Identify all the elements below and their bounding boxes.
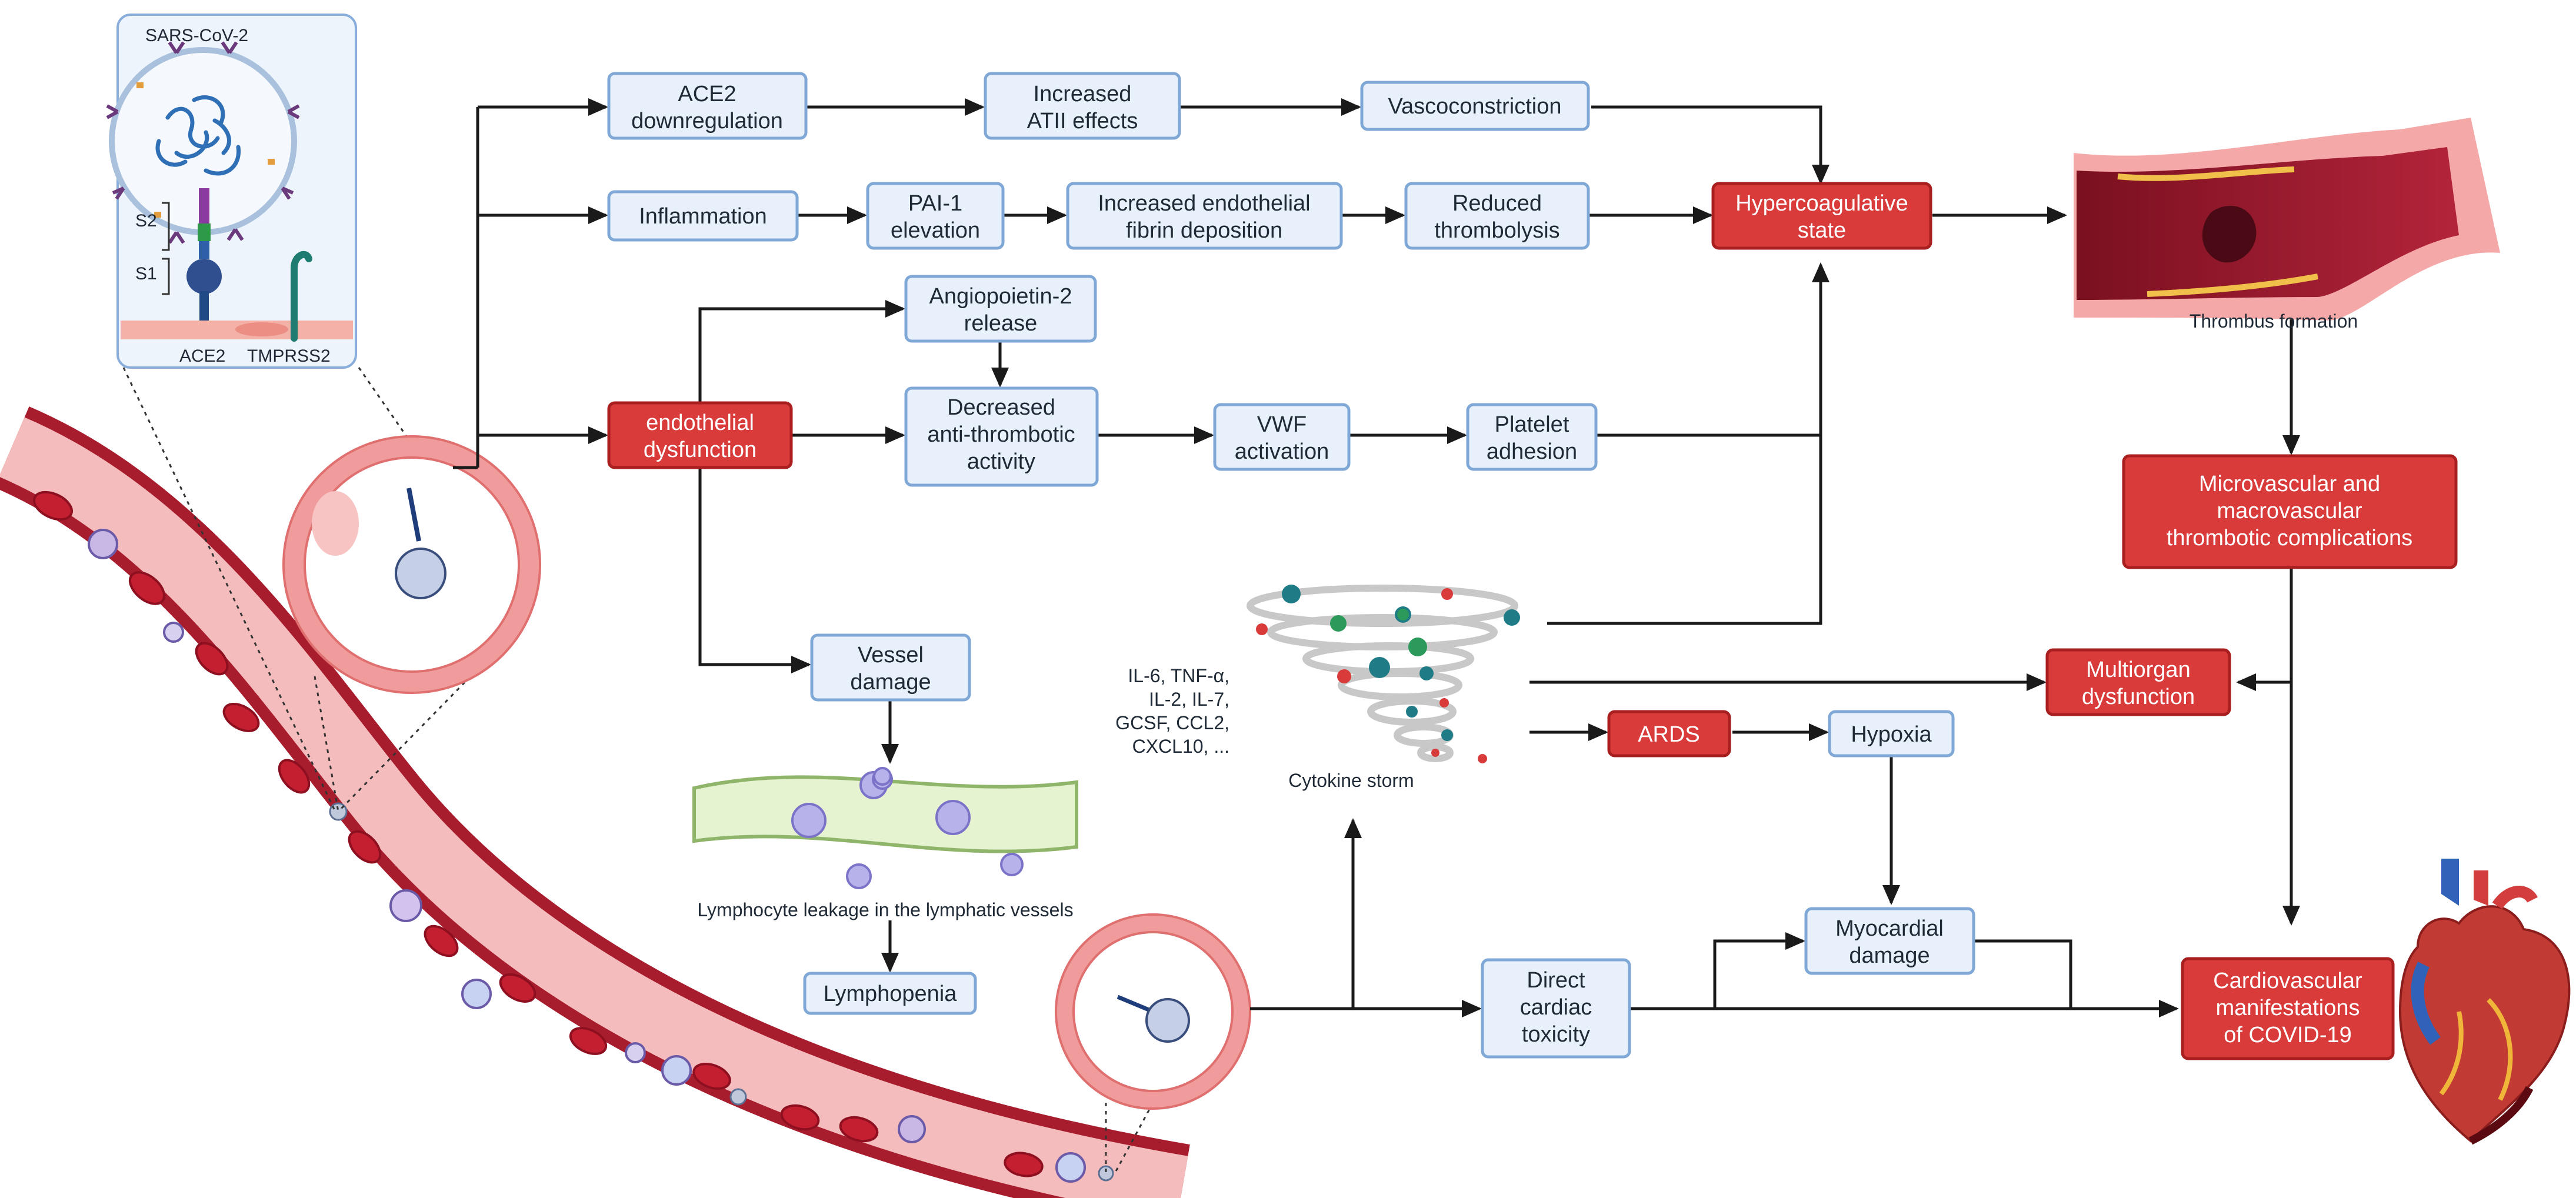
box-text: activity: [967, 449, 1035, 474]
box-text: Vessel: [858, 643, 924, 668]
box-text: thrombolysis: [1434, 218, 1559, 243]
box-increased-atii: Increased ATII effects: [984, 72, 1181, 140]
lymphocyte-caption: Lymphocyte leakage in the lymphatic vess…: [697, 899, 1073, 920]
box-text: Cardiovascular: [2213, 969, 2362, 993]
box-ace2-downregulation: ACE2 downregulation: [607, 72, 808, 140]
box-text: downregulation: [631, 109, 783, 134]
box-text: fibrin deposition: [1126, 218, 1282, 243]
box-vessel-damage: Vessel damage: [810, 633, 971, 702]
cytokine-list: IL-6, TNF-α, IL-2, IL-7, GCSF, CCL2, CXC…: [1115, 665, 1229, 757]
box-text: Myocardial: [1835, 916, 1944, 941]
box-text: VWF: [1257, 412, 1307, 437]
box-text: Inflammation: [639, 204, 767, 229]
box-text: adhesion: [1487, 439, 1577, 464]
vessel-cross-section-small: [1055, 913, 1251, 1110]
box-hypercoagulative-state: Hypercoagulative state: [1711, 182, 1932, 250]
cytokine-line-4: CXCL10, ...: [1132, 736, 1229, 757]
box-text: ARDS: [1638, 722, 1700, 747]
box-text: Multiorgan: [2086, 658, 2190, 682]
box-text: elevation: [891, 218, 980, 243]
sars-cov2-inset: S2 S1 SARS-CoV-2 ACE2 TMPRSS2: [106, 14, 357, 369]
cytokine-storm-caption: Cytokine storm: [1288, 770, 1414, 791]
box-endothelial-dysfunction: endothelial dysfunction: [607, 401, 793, 469]
vessel-cross-section: [282, 435, 541, 694]
box-lymphopenia: Lymphopenia: [803, 972, 977, 1015]
tmprss2-label: TMPRSS2: [247, 346, 331, 366]
box-text: dysfunction: [644, 438, 757, 462]
box-text: Direct: [1527, 968, 1585, 993]
box-text: of COVID-19: [2224, 1023, 2352, 1047]
lymphatic-vessel-illustration: [692, 767, 1078, 889]
thrombus-caption: Thrombus formation: [2190, 311, 2358, 332]
box-text: Decreased: [947, 395, 1055, 420]
box-text: manifestations: [2215, 996, 2360, 1020]
box-cardiovascular-manifestations: Cardiovascular manifestations of COVID-1…: [2181, 957, 2395, 1060]
cytokine-line-3: GCSF, CCL2,: [1115, 712, 1229, 733]
box-text: damage: [850, 670, 931, 695]
box-text: damage: [1849, 943, 1929, 968]
box-text: release: [964, 311, 1038, 336]
box-text: state: [1798, 218, 1846, 243]
flow-arrows: [453, 98, 2300, 1017]
box-platelet-adhesion: Platelet adhesion: [1466, 403, 1598, 471]
box-text: ACE2: [678, 82, 736, 106]
cytokine-line-1: IL-6, TNF-α,: [1128, 665, 1229, 686]
box-multiorgan-dysfunction: Multiorgan dysfunction: [2045, 648, 2231, 716]
box-anti-thrombotic: Decreased anti-thrombotic activity: [904, 386, 1099, 487]
ace2-inset-label: ACE2: [179, 346, 225, 366]
box-text: Lymphopenia: [824, 982, 958, 1006]
box-angiopoietin: Angiopoietin-2 release: [904, 275, 1097, 343]
box-text: PAI-1: [908, 191, 962, 216]
box-reduced-thrombolysis: Reduced thrombolysis: [1404, 182, 1590, 250]
box-hypoxia: Hypoxia: [1828, 710, 1955, 757]
box-pai1: PAI-1 elevation: [866, 182, 1005, 250]
box-text: ATII effects: [1027, 109, 1138, 134]
box-inflammation: Inflammation: [607, 190, 799, 242]
box-text: Vascoconstriction: [1388, 94, 1562, 119]
box-text: macrovascular: [2217, 499, 2362, 523]
box-text: Microvascular and: [2199, 472, 2380, 496]
blood-vessel-illustration: [0, 406, 1190, 1198]
box-text: cardiac: [1520, 995, 1592, 1020]
box-text: Increased: [1034, 82, 1132, 106]
box-ards: ARDS: [1607, 710, 1731, 757]
box-text: Hypercoagulative: [1735, 191, 1908, 216]
box-direct-cardiac-toxicity: Direct cardiac toxicity: [1481, 958, 1631, 1059]
sars-cov2-label: SARS-CoV-2: [145, 26, 248, 45]
box-text: Increased endothelial: [1098, 191, 1310, 216]
s2-label: S2: [135, 211, 157, 231]
box-fibrin-deposition: Increased endothelial fibrin deposition: [1066, 182, 1343, 250]
box-text: dysfunction: [2082, 685, 2195, 709]
box-myocardial-damage: Myocardial damage: [1804, 907, 1975, 975]
box-vasoconstriction: Vascoconstriction: [1360, 81, 1590, 131]
box-microvascular-complications: Microvascular and macrovascular thrombot…: [2122, 454, 2458, 569]
box-text: Reduced: [1452, 191, 1542, 216]
box-text: endothelial: [646, 411, 754, 435]
box-vwf-activation: VWF activation: [1213, 403, 1351, 471]
cytokine-storm-illustration: [1247, 585, 1520, 763]
cytokine-line-2: IL-2, IL-7,: [1149, 689, 1229, 710]
box-text: toxicity: [1522, 1022, 1590, 1047]
thrombus-vessel-illustration: [2074, 118, 2500, 321]
box-text: activation: [1235, 439, 1329, 464]
heart-illustration: [2398, 859, 2571, 1145]
box-text: thrombotic complications: [2167, 526, 2412, 550]
box-text: Platelet: [1495, 412, 1569, 437]
s1-label: S1: [135, 264, 157, 283]
box-text: Hypoxia: [1851, 722, 1932, 747]
box-text: anti-thrombotic: [927, 422, 1075, 447]
box-text: Angiopoietin-2: [929, 284, 1072, 309]
